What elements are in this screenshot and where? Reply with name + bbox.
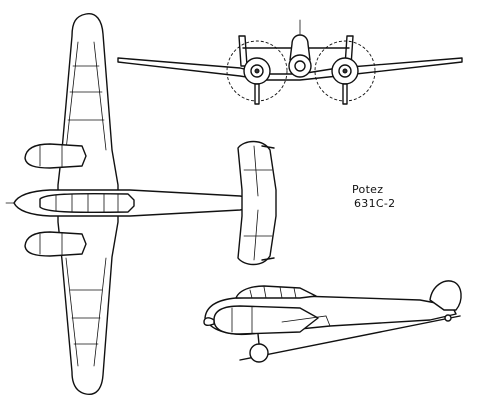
model-label: 631C-2 [354, 197, 396, 210]
plan-tailplane [237, 140, 277, 266]
side-main-wheel [249, 343, 269, 363]
front-fin-left [238, 35, 248, 67]
front-gear-right [342, 83, 348, 105]
side-nacelle [213, 305, 319, 335]
plan-canopy [39, 192, 135, 214]
side-view [203, 280, 462, 363]
plan-fuselage [13, 189, 263, 217]
plan-nacelle-upper [24, 143, 87, 169]
front-view [117, 19, 463, 105]
side-canopy [235, 285, 317, 299]
maker-label: Potez [352, 183, 384, 196]
side-tail-fin [429, 280, 462, 311]
plan-view [5, 13, 277, 396]
front-gear-left [254, 83, 260, 105]
plan-nacelle-lower [24, 231, 87, 257]
